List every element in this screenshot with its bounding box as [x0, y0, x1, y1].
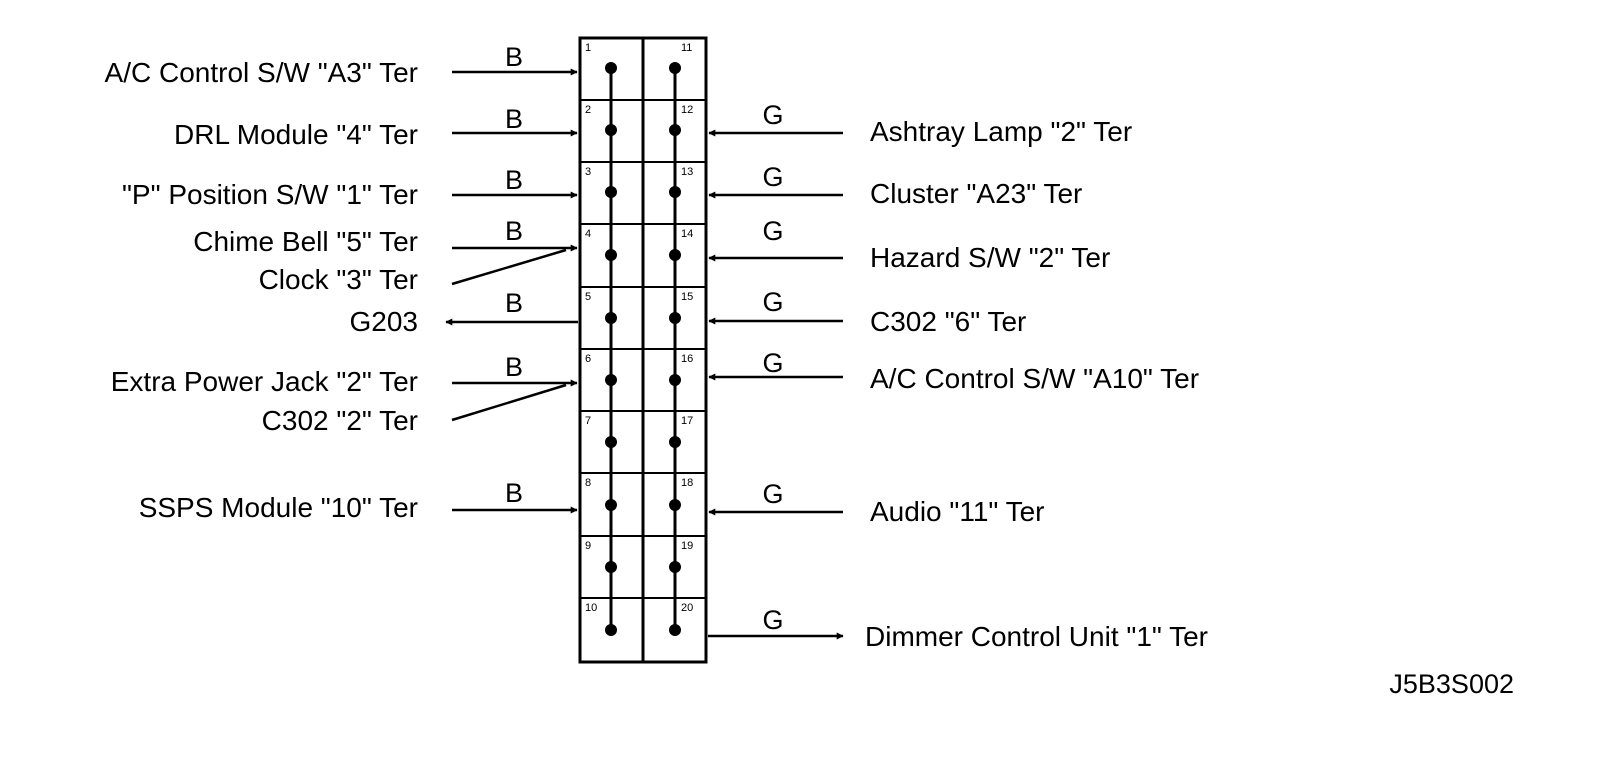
pin-number: 8	[585, 477, 591, 489]
pin-number: 19	[681, 540, 693, 552]
terminal-label: SSPS Module "10" Ter	[139, 492, 418, 523]
connector-block	[578, 36, 708, 664]
pin-dot	[605, 561, 617, 573]
wire-color-code: G	[762, 479, 783, 509]
pin-number-group: 1 2 3 4 5 6 7 8 9 10 11 12 13 14 15 16 1…	[585, 42, 693, 614]
pin-number: 13	[681, 166, 693, 178]
pin-number: 4	[585, 228, 591, 240]
pin-dot	[605, 436, 617, 448]
pin-number: 5	[585, 291, 591, 303]
left-label-group: A/C Control S/W "A3" Ter DRL Module "4" …	[105, 57, 418, 523]
pin-dot	[605, 312, 617, 324]
terminal-label: Ashtray Lamp "2" Ter	[870, 116, 1132, 147]
pin-number: 1	[585, 42, 591, 54]
pin-dot	[605, 124, 617, 136]
right-label-group: Ashtray Lamp "2" Ter Cluster "A23" Ter H…	[865, 116, 1208, 652]
right-wire-group	[708, 129, 844, 640]
pin-number: 7	[585, 415, 591, 427]
wire-color-code: B	[505, 104, 523, 134]
pin-number: 10	[585, 602, 597, 614]
terminal-label: A/C Control S/W "A10" Ter	[870, 363, 1199, 394]
wire-color-code: G	[762, 605, 783, 635]
wire-color-code: B	[505, 165, 523, 195]
pin-dot	[669, 62, 681, 74]
wire-color-code: B	[505, 216, 523, 246]
pin-dot	[669, 312, 681, 324]
terminal-label: Extra Power Jack "2" Ter	[111, 366, 418, 397]
right-wire-code-group: G G G G G G G	[762, 100, 783, 635]
pin-number: 15	[681, 291, 693, 303]
terminal-label: Hazard S/W "2" Ter	[870, 242, 1110, 273]
pin-number: 14	[681, 228, 693, 240]
pin-number: 16	[681, 353, 693, 365]
wire-color-code: G	[762, 216, 783, 246]
pin-dot	[605, 374, 617, 386]
wire-color-code: G	[762, 348, 783, 378]
terminal-label: C302 "6" Ter	[870, 306, 1026, 337]
pin-number: 11	[681, 42, 692, 54]
pin-dot	[605, 62, 617, 74]
pin-dot	[669, 499, 681, 511]
pin-dot	[669, 124, 681, 136]
terminal-label: DRL Module "4" Ter	[174, 119, 418, 150]
left-wire-group	[445, 68, 578, 514]
terminal-label: Dimmer Control Unit "1" Ter	[865, 621, 1208, 652]
wire-branch-pin-4	[451, 248, 567, 286]
pin-dot	[669, 249, 681, 261]
pin-dot	[605, 499, 617, 511]
diagram-id-label: J5B3S002	[1389, 669, 1514, 699]
terminal-label: C302 "2" Ter	[262, 405, 418, 436]
pin-dot	[605, 186, 617, 198]
pin-dot	[605, 249, 617, 261]
wire-color-code: B	[505, 288, 523, 318]
pin-dot	[669, 561, 681, 573]
terminal-label: A/C Control S/W "A3" Ter	[105, 57, 418, 88]
pin-dot	[605, 624, 617, 636]
pin-dot	[669, 436, 681, 448]
wire-branch-pin-6	[451, 383, 567, 422]
pin-number: 18	[681, 477, 693, 489]
left-wire-code-group: B B B B B B B	[505, 42, 523, 508]
pin-number: 12	[681, 104, 693, 116]
terminal-label: Chime Bell "5" Ter	[193, 226, 418, 257]
pin-number: 9	[585, 540, 591, 552]
terminal-label: G203	[350, 306, 419, 337]
wire-color-code: G	[762, 287, 783, 317]
pin-number: 6	[585, 353, 591, 365]
pin-number: 3	[585, 166, 591, 178]
terminal-label: "P" Position S/W "1" Ter	[122, 179, 418, 210]
wire-color-code: B	[505, 352, 523, 382]
pin-dot	[669, 374, 681, 386]
wire-color-code: G	[762, 100, 783, 130]
pin-number: 20	[681, 602, 693, 614]
pin-dot-group	[605, 62, 681, 636]
pin-number: 2	[585, 104, 591, 116]
terminal-label: Cluster "A23" Ter	[870, 178, 1082, 209]
pin-number: 17	[681, 415, 693, 427]
wire-color-code: B	[505, 478, 523, 508]
wire-color-code: B	[505, 42, 523, 72]
terminal-label: Audio "11" Ter	[870, 496, 1045, 527]
wire-color-code: G	[762, 162, 783, 192]
pin-dot	[669, 624, 681, 636]
pin-dot	[669, 186, 681, 198]
terminal-label: Clock "3" Ter	[259, 264, 418, 295]
